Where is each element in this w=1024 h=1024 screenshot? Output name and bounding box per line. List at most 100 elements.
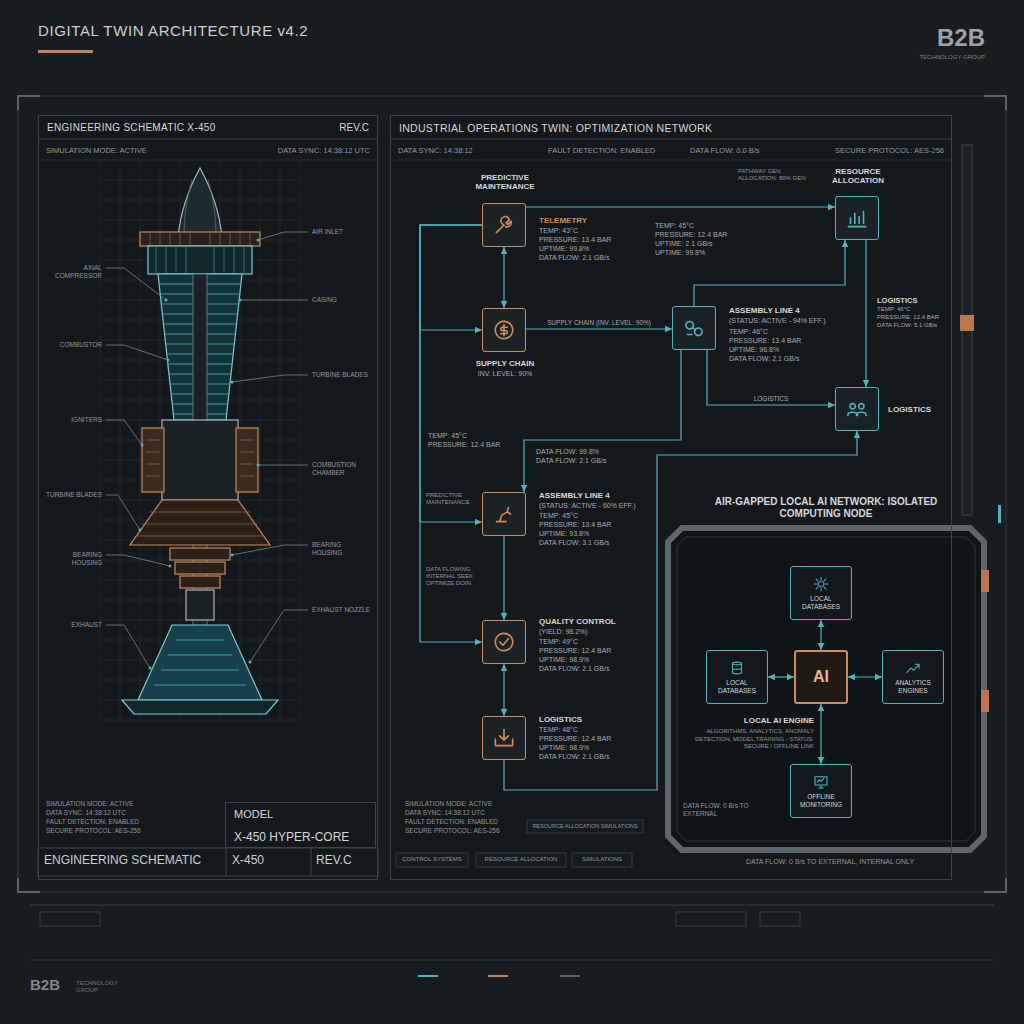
connector [420,225,482,525]
annotation-label: SECURE PROTOCOL: AES-256 [405,827,535,835]
node-icon-glyph [496,508,510,522]
arrowhead [475,327,482,333]
arrowhead [863,380,869,387]
node-text: TEMP: 49°C [539,638,578,646]
title-block-lines [38,824,378,876]
node-icon-glyph [814,577,828,591]
annotation-label: REV.C [316,853,372,867]
process-node: LOGISTICS [835,387,879,431]
node-text: DATA FLOW: 2.1 GB/s [539,254,609,262]
side-scrollbar [960,315,974,331]
panel-grounds [390,160,952,161]
airgap-frame [668,528,989,850]
annotation-label: AIR INLET [312,228,372,236]
outer-frame [18,96,1006,892]
annotation-label: FAULT DETECTION: ENABLED [46,818,216,826]
annotation-label: TEMP: 45°C [655,222,745,230]
tab-outlines [527,820,643,833]
annotation-label: CONTROL SYSTEMS [396,856,468,863]
arrowhead [828,402,835,408]
node-icon-glyph [907,664,919,672]
leader-dots [139,529,142,532]
leader-lines [106,345,168,360]
arrowhead [501,664,507,671]
connector-line [694,240,845,306]
node-icon [844,396,870,422]
connector [694,240,848,306]
annotation-label: X-450 [232,853,304,867]
network-panel: INDUSTRIAL OPERATIONS TWIN: OPTIMIZATION… [390,115,952,880]
node-title: AI [813,667,829,686]
node-icon [491,501,517,527]
node-icon-glyph [496,217,511,233]
connector-line [820,704,821,764]
process-node: LOGISTICSTEMP: 48°CPRESSURE: 12.4 BARUPT… [482,716,526,760]
annotation-label: FAULT DETECTION: ENABLED [548,146,678,155]
annotation-label: PATHWAY GEN ALLOCATION: 80% GEN [738,168,810,182]
ai-engine-box: AILOCAL AI ENGINEALGORITHMS, ANALYTICS, … [794,650,848,704]
engine-illustration [162,420,238,500]
panel-grounds [38,115,378,880]
node-title: LOGISTICS [539,715,582,725]
node-icon-glyph [495,321,512,338]
edge-label: LOGISTICS [752,395,791,403]
annotation-label: PRESSURE: 12.4 BAR [428,441,508,449]
engine-illustration [180,576,220,588]
outer-frame [18,96,1006,892]
panel-grounds [390,139,952,140]
node-icon [903,659,923,677]
annotation-label: DATA FLOWING INTERNAL SEEK OPTIMIZE DOIN [426,566,480,588]
arrowhead [501,301,507,308]
node-title: PREDICTIVE MAINTENANCE [465,173,545,191]
annotation-label: DATA SYNC: 14:38:12 UTC [216,146,370,155]
annotation-label: BEARING HOUSING [42,551,102,567]
engine-illustration [142,428,164,492]
airgap-frame [981,570,989,592]
annotation-label: RESOURCE ALLOCATION [476,856,566,863]
arrowhead [768,674,775,680]
annotation-label: PREDICTIVE MAINTENANCE [426,492,480,506]
annotation-label: DATA FLOW: 2.1 GB/s [536,457,636,465]
arrowhead [854,431,860,438]
arrowhead [501,709,507,716]
tab-outlines [572,853,632,867]
outer-frame [18,96,1006,892]
annotation-label: SECURE PROTOCOL: AES-256 [46,827,216,835]
engine-illustration [140,232,260,246]
node-icon [811,773,831,791]
connector [768,674,794,680]
node-title: ANALYTICS ENGINES [886,679,940,695]
arrowhead [521,485,527,492]
bottom-decor [760,912,800,926]
process-node: ASSEMBLY LINE 4(STATUS: ACTIVE - 60% EFF… [482,492,526,536]
node-text: PRESSURE: 13.4 BAR [729,337,801,345]
airgap-frame [677,537,975,841]
node-text: TEMP: 43°C [539,227,578,235]
annotation-label: PRESSURE: 12.4 BAR [655,231,745,239]
blueprint-grid [100,180,300,720]
engine-illustration [122,168,278,714]
node-text: UPTIME: 99.8% [539,245,589,253]
arrowhead [475,639,482,645]
engine-illustration [184,180,216,236]
node-text: ALGORITHMS, ANALYTICS, ANOMALY DETECTION… [682,728,814,751]
node-title: ASSEMBLY LINE 4 [729,306,800,316]
panel-grounds [38,139,378,140]
model-box: MODELX-450 HYPER-CORE [225,802,376,848]
annotation-label: SIMULATION MODE: ACTIVE [46,800,216,808]
annotation-label: DATA SYNC: 14:38:12 UTC [46,809,216,817]
annotation-label: B2B [30,976,80,994]
side-scrollbar [998,505,1001,523]
annotation-label: DATA FLOW: 99.8% [536,448,636,456]
bottom-decor [676,912,746,926]
engine-illustration [150,232,250,246]
node-icon [491,725,517,751]
annotation-label: TECHNOLOGY GROUP [880,54,985,61]
annotation-label: SIMULATION MODE: ACTIVE [405,800,535,808]
leader-lines [240,300,308,301]
edge-label: SUPPLY CHAIN (INV. LEVEL: 90%) [545,319,653,327]
annotation-label: EXHAUST NOZZLE [312,606,372,614]
node-title: ENGINEERING SCHEMATIC X-450 [47,122,216,134]
